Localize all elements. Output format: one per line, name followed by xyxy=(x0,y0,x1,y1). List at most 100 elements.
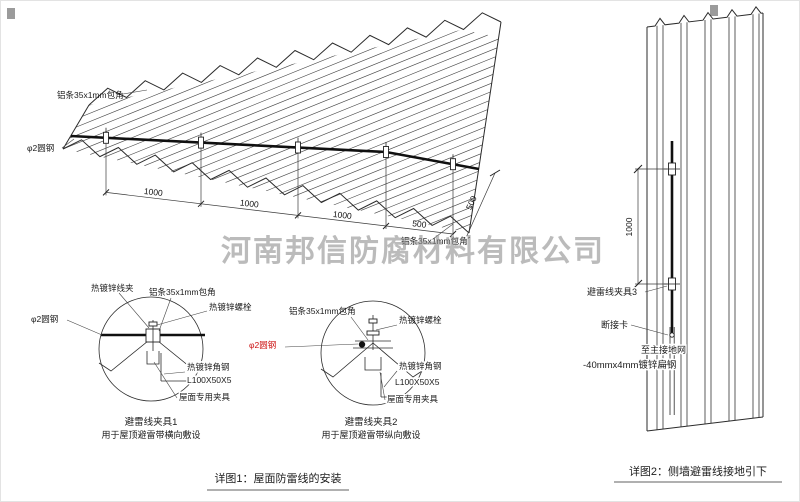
corrugation-ridge-line xyxy=(63,22,380,147)
leader-line xyxy=(379,371,386,401)
clamp2-angle-size-label: L100X50X5 xyxy=(395,377,440,387)
clamp2-wire-cross-section xyxy=(358,341,366,348)
roof-top-profile-edge xyxy=(88,12,502,106)
wall-dim-label: 1000 xyxy=(624,217,634,236)
corrugation-ridge-line xyxy=(63,22,367,144)
wire-clamp-symbol xyxy=(383,146,389,158)
roof-corrugation-hatch xyxy=(63,22,501,233)
dimension-line xyxy=(105,192,454,235)
clamp1-title: 避雷线夹具1 xyxy=(125,416,178,428)
corrugation-ridge-line xyxy=(319,68,501,203)
dim-label-1000-c: 1000 xyxy=(332,209,352,221)
clamp1-fixture-label: 屋面专用夹具 xyxy=(179,392,231,402)
corrugation-ridge-line xyxy=(184,40,501,175)
wire-clamp-symbol xyxy=(103,131,109,144)
corrugation-ridge-line xyxy=(306,65,501,200)
corrugation-ridge-line xyxy=(441,93,501,228)
roof-rod-label: φ2圆钢 xyxy=(27,143,54,153)
clamp1-nut xyxy=(148,321,158,327)
side-dimension-line xyxy=(464,172,496,241)
detail1-caption: 详图1：屋面防雷线的安装 xyxy=(214,471,341,485)
wall-corrugation xyxy=(656,13,760,430)
corrugation-ridge-line xyxy=(468,99,501,233)
corrugation-ridge-line xyxy=(225,48,501,183)
wall-detail: 1000 避雷线夹具3 断接卡 至主接地网 -40mmx4mm镀锌扁钢 xyxy=(582,5,764,432)
corrugation-ridge-line xyxy=(360,76,501,211)
leader-line xyxy=(644,285,668,293)
corrugation-ridge-line xyxy=(414,87,501,223)
roof-bottom-profile-edge xyxy=(62,139,470,234)
corrugation-ridge-line xyxy=(89,22,421,155)
clamp1-detail: 热镀锌线夹 铝条35x1mm包角 热镀锌螺栓 φ2圆钢 热镀锌角钢 L100X5… xyxy=(31,283,252,440)
leader-line xyxy=(664,362,671,366)
corrugation-ridge-line xyxy=(292,62,501,197)
leader-line xyxy=(375,324,398,331)
roof-right-edge xyxy=(468,21,502,234)
clamp1-fixture-bracket xyxy=(146,351,160,365)
corrugation-ridge-line xyxy=(265,57,501,192)
roof-left-edge xyxy=(62,104,90,150)
clamp2-angle-label: 热镀锌角钢 xyxy=(399,361,442,371)
disconnect-bolt xyxy=(669,344,675,350)
clamp1-bolt-label: 热镀锌螺栓 xyxy=(209,302,252,312)
corner-mark-right xyxy=(710,5,718,16)
roof-strip-top-label: 铝条35x1mm包角 xyxy=(57,90,124,100)
corrugation-ridge-line xyxy=(401,85,501,220)
corrugation-ridge-line xyxy=(387,82,501,217)
lightning-wire xyxy=(70,134,480,171)
clamp1-detail-circle xyxy=(98,296,204,402)
corrugation-ridge-line xyxy=(279,59,501,195)
leader-line xyxy=(153,361,178,399)
corrugation-ridge-line xyxy=(347,73,501,209)
corrugation-ridge-line xyxy=(116,26,448,161)
leader-line xyxy=(630,324,669,336)
corrugation-ridge-line xyxy=(333,71,501,206)
dim-label-1000-b: 1000 xyxy=(239,197,259,209)
wall-flat-steel-label: -40mmx4mm镀锌扁钢 xyxy=(583,359,676,371)
roof-strip-bottom-label: 铝条35x1mm包角 xyxy=(401,236,468,246)
clamp2-title: 避雷线夹具2 xyxy=(345,416,398,428)
corrugation-ridge-line xyxy=(455,96,501,231)
dimension-tick xyxy=(489,169,501,177)
corrugation-ridge-line xyxy=(374,79,501,214)
disconnect-bolt xyxy=(669,332,675,338)
clamp2-nut-mid xyxy=(366,330,380,336)
corrugation-ridge-line xyxy=(428,90,501,225)
leader-line xyxy=(156,310,208,326)
wall-clamp3-label: 避雷线夹具3 xyxy=(587,286,637,297)
wire-clamp-symbol xyxy=(295,141,301,154)
dim-label-1000-a: 1000 xyxy=(143,186,163,198)
watermark-text: 河南邦信防腐材料有限公司 xyxy=(221,235,605,268)
corrugation-ridge-line xyxy=(76,22,407,153)
corrugation-ridge-line xyxy=(171,37,501,172)
leader-line xyxy=(118,292,150,329)
wall-top-edge xyxy=(646,5,764,28)
leader-line xyxy=(158,297,172,332)
clamp2-subtitle: 用于屋顶避雷带纵向敷设 xyxy=(321,429,420,440)
clamp2-bolt-label: 热镀锌螺栓 xyxy=(399,315,442,325)
corrugation-ridge-line xyxy=(157,34,488,169)
dimension-tick xyxy=(459,236,471,244)
corrugation-ridge-line xyxy=(211,45,501,181)
roof-isometric-view: 1000 1000 1000 500 500 铝条35x1mm包角 φ2圆钢 铝… xyxy=(27,12,502,248)
corrugation-ridge-line xyxy=(63,22,353,141)
clamp2-fixture-bracket xyxy=(364,357,382,371)
wall-bottom-edge xyxy=(646,416,764,432)
corner-mark-left xyxy=(7,8,15,19)
corrugation-ridge-line xyxy=(198,43,501,178)
corrugation-ridge-line xyxy=(144,31,475,167)
clamp2-detail-circle xyxy=(320,300,426,406)
clamp2-nut-top xyxy=(368,318,378,324)
leader-line xyxy=(66,319,103,336)
clamp2-rod-label: φ2圆钢 xyxy=(249,340,276,350)
wall-disconnect-label: 断接卡 xyxy=(601,319,628,330)
leader-line xyxy=(61,138,75,149)
leader-line xyxy=(122,89,148,95)
clamp1-rod-label: φ2圆钢 xyxy=(31,314,58,324)
corrugation-ridge-line xyxy=(238,51,501,186)
corrugation-ridge-line xyxy=(63,22,340,139)
dimension-tick xyxy=(633,279,643,289)
detail2-caption: 详图2：侧墙避雷线接地引下 xyxy=(629,464,767,478)
